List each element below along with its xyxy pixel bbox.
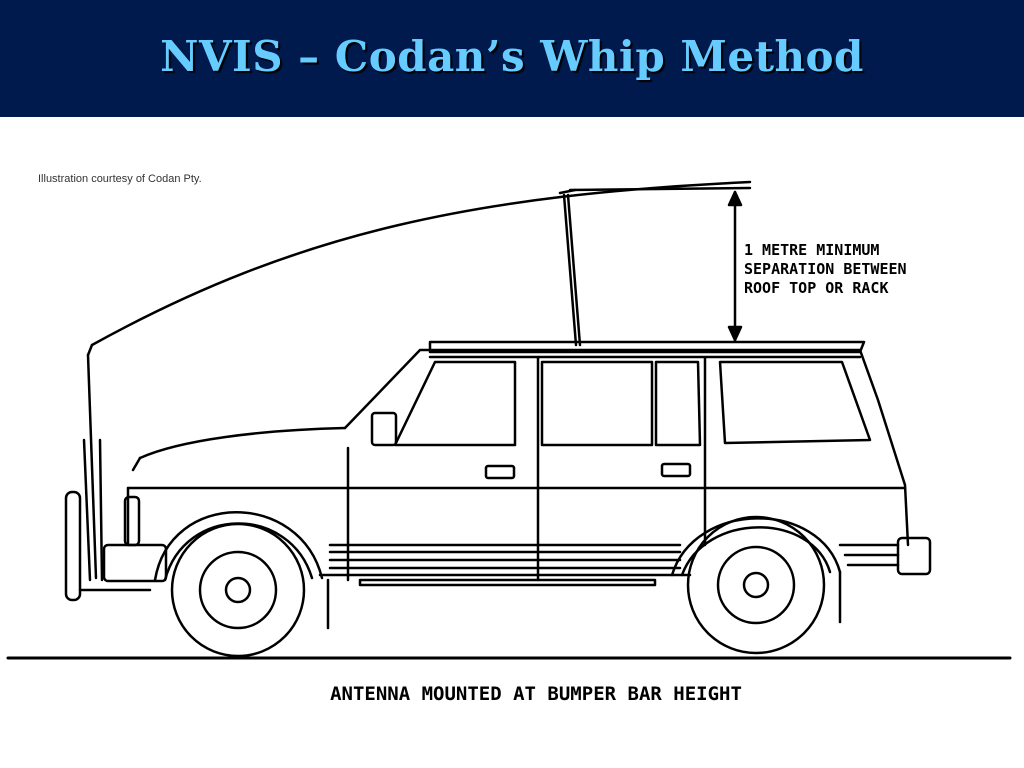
vehicle-body bbox=[64, 340, 932, 602]
illustration-credit: Illustration courtesy of Codan Pty. bbox=[38, 173, 202, 185]
separation-label-line-2: SEPARATION BETWEEN bbox=[744, 260, 907, 278]
separation-label-line-3: ROOF TOP OR RACK bbox=[744, 279, 889, 297]
title-bar: NVIS – Codan’s Whip Method bbox=[0, 0, 1024, 117]
front-wheel bbox=[170, 522, 306, 658]
tie-off-line bbox=[566, 193, 582, 347]
diagram-caption: ANTENNA MOUNTED AT BUMPER BAR HEIGHT bbox=[330, 683, 742, 705]
separation-arrow bbox=[727, 190, 743, 342]
separation-label-line-1: 1 METRE MINIMUM bbox=[744, 241, 879, 259]
rear-wheel bbox=[686, 515, 826, 655]
whip-antenna bbox=[90, 180, 752, 347]
slide-title: NVIS – Codan’s Whip Method bbox=[160, 32, 864, 81]
